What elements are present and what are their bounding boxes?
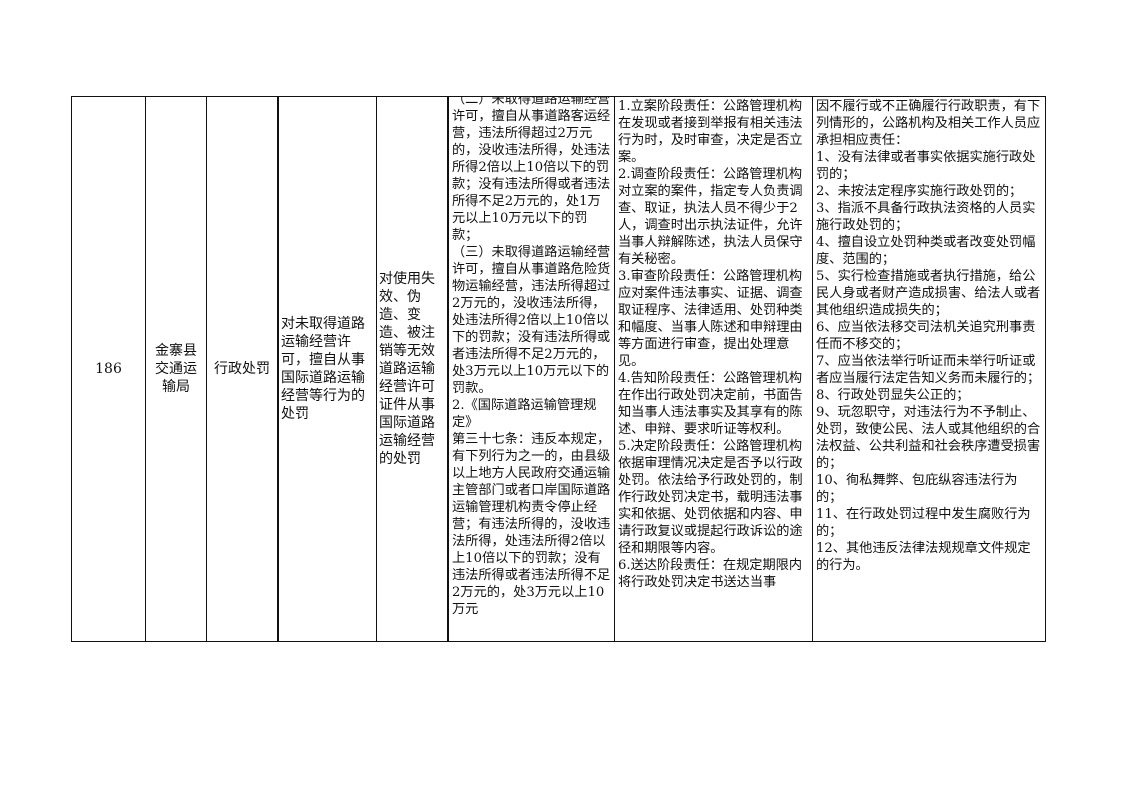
accountability-paragraph: 7、应当依法举行听证而未举行听证或者应当履行法定告知义务而未履行的； — [816, 354, 1041, 386]
accountability-paragraph: 4、擅自设立处罚种类或者改变处罚幅度、范围的； — [816, 235, 1036, 267]
responsibility-paragraph: 4.告知阶段责任：公路管理机构在作出行政处罚决定前，书面告知当事人违法事实及其享… — [618, 371, 803, 437]
basis-paragraph: （二）未取得道路运输经营许可，擅自从事道路客运经营，违法所得超过2万元的，没收违… — [452, 97, 611, 243]
responsibility-paragraph: 6.送达阶段责任：在规定期限内将行政处罚决定书送达当事 — [618, 558, 803, 590]
accountability-paragraph: 3、指派不具备行政执法资格的人员实施行政处罚的； — [816, 201, 1036, 233]
accountability-paragraph: 11、在行政处罚过程中发生腐败行为的； — [816, 507, 1031, 539]
legal-basis-cell: （二）未取得道路运输经营许可，擅自从事道路客运经营，违法所得超过2万元的，没收违… — [449, 97, 615, 641]
category-cell: 行政处罚 — [207, 97, 279, 641]
accountability-paragraph: 9、玩忽职守，对违法行为不予制止、处罚，致使公民、法人或其他组织的合法权益、公共… — [816, 405, 1041, 471]
sub-item-cell: 对使用失效、伪造、变造、被注销等无效道路运输经营许可证件从事国际道路运输经营的处… — [377, 97, 449, 641]
table-row: 186 金寨县交通运输局 行政处罚 对未取得道路运输经营许可，擅自从事国际道路运… — [71, 96, 1046, 642]
department-name: 金寨县交通运输局 — [155, 343, 197, 395]
department-cell: 金寨县交通运输局 — [146, 97, 207, 641]
accountability-text: 因不履行或不正确履行行政职责，有下列情形的，公路机构及相关工作人员应承担相应责任… — [816, 98, 1041, 574]
sub-item-name: 对使用失效、伪造、变造、被注销等无效道路运输经营许可证件从事国际道路运输经营的处… — [379, 271, 435, 467]
accountability-paragraph: 8、行政处罚显失公正的； — [816, 388, 970, 403]
category-label: 行政处罚 — [214, 361, 270, 377]
accountability-cell: 因不履行或不正确履行行政职责，有下列情形的，公路机构及相关工作人员应承担相应责任… — [813, 97, 1044, 641]
accountability-paragraph: 因不履行或不正确履行行政职责，有下列情形的，公路机构及相关工作人员应承担相应责任… — [816, 99, 1041, 148]
responsibility-paragraph: 1.立案阶段责任：公路管理机构在发现或者接到举报有相关违法行为时，及时审查，决定… — [618, 99, 803, 165]
accountability-paragraph: 6、应当依法移交司法机关追究刑事责任而不移交的； — [816, 320, 1036, 352]
accountability-paragraph: 5、实行检查措施或者执行措施，给公民人身或者财产造成损害、给法人或者其他组织造成… — [816, 269, 1041, 318]
row-number-cell: 186 — [72, 97, 146, 641]
item-name-cell: 对未取得道路运输经营许可，擅自从事国际道路运输经营等行为的处罚 — [279, 97, 377, 641]
responsibility-text: 1.立案阶段责任：公路管理机构在发现或者接到举报有相关违法行为时，及时审查，决定… — [618, 98, 809, 591]
legal-basis-text: （二）未取得道路运输经营许可，擅自从事道路客运经营，违法所得超过2万元的，没收违… — [452, 97, 611, 618]
item-name: 对未取得道路运输经营许可，擅自从事国际道路运输经营等行为的处罚 — [281, 316, 365, 422]
basis-paragraph: 2.《国际道路运输管理规定》 — [452, 398, 597, 430]
accountability-paragraph: 1、没有法律或者事实依据实施行政处罚的； — [816, 150, 1036, 182]
responsibility-paragraph: 5.决定阶段责任：公路管理机构依据审理情况决定是否予以行政处罚。依法给予行政处罚… — [618, 439, 803, 556]
accountability-paragraph: 10、徇私舞弊、包庇纵容违法行为的； — [816, 473, 1018, 505]
accountability-paragraph: 2、未按法定程序实施行政处罚的； — [816, 184, 1023, 199]
row-number: 186 — [95, 361, 122, 377]
responsibility-paragraph: 2.调查阶段责任：公路管理机构对立案的案件，指定专人负责调查、取证，执法人员不得… — [618, 167, 803, 267]
basis-paragraph: （三）未取得道路运输经营许可，擅自从事道路危险货物运输经营，违法所得超过2万元的… — [452, 245, 611, 396]
basis-paragraph: 第三十七条：违反本规定，有下列行为之一的，由县级以上地方人民政府交通运输主管部门… — [452, 432, 611, 617]
responsibility-cell: 1.立案阶段责任：公路管理机构在发现或者接到举报有相关违法行为时，及时审查，决定… — [615, 97, 813, 641]
responsibility-paragraph: 3.审查阶段责任：公路管理机构应对案件违法事实、证据、调查取证程序、法律适用、处… — [618, 269, 803, 369]
accountability-paragraph: 12、其他违反法律法规规章文件规定的行为。 — [816, 541, 1031, 573]
